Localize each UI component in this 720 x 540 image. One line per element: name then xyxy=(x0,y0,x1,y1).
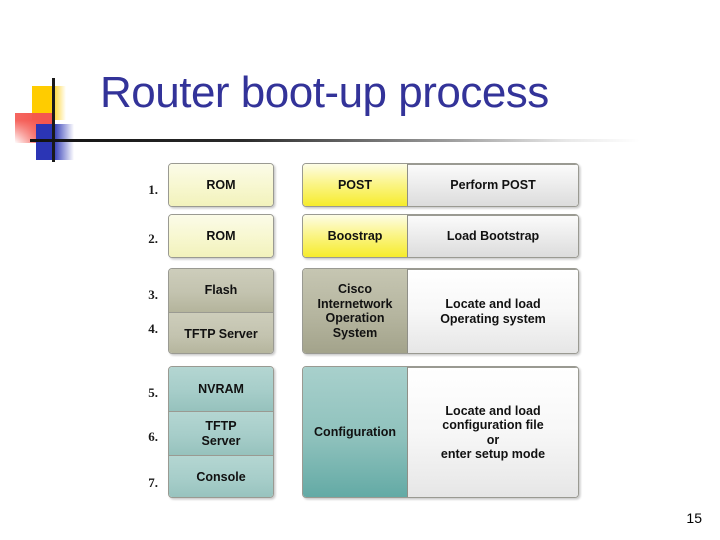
step-number: 3. xyxy=(148,287,158,302)
step-number: 5. xyxy=(148,385,158,400)
task-stage-configuration: Configuration xyxy=(303,367,408,497)
step-number: 2. xyxy=(148,231,158,246)
slide-header: Router boot-up process xyxy=(0,0,720,162)
source-cell-tftp-server: TFTP Server xyxy=(169,312,273,353)
page-number: 15 xyxy=(686,510,702,526)
source-cell-tftp-server: TFTP Server xyxy=(169,411,273,455)
task-stage-bootstrap: Boostrap xyxy=(303,215,408,257)
task-group-bootstrap[interactable]: Boostrap Load Bootstrap xyxy=(302,214,579,258)
source-group-rom-post[interactable]: ROM xyxy=(168,163,274,207)
task-action-perform-post: Perform POST xyxy=(408,164,578,206)
boot-process-diagram: 1. 2. 3. 4. 5. 6. 7. ROM ROM Flash TFTP … xyxy=(130,163,585,498)
step-number: 4. xyxy=(148,321,158,336)
task-group-ios[interactable]: Cisco Internetwork Operation System Loca… xyxy=(302,268,579,354)
source-cell-rom: ROM xyxy=(169,164,273,206)
page-title: Router boot-up process xyxy=(100,68,549,117)
source-cell-rom: ROM xyxy=(169,215,273,257)
source-group-rom-bootstrap[interactable]: ROM xyxy=(168,214,274,258)
source-cell-nvram: NVRAM xyxy=(169,367,273,411)
decoration-blue-square xyxy=(36,124,74,160)
source-cell-console: Console xyxy=(169,455,273,497)
task-stage-cisco-ios: Cisco Internetwork Operation System xyxy=(303,269,408,353)
task-action-load-bootstrap: Load Bootstrap xyxy=(408,215,578,257)
task-group-post[interactable]: POST Perform POST xyxy=(302,163,579,207)
task-group-configuration[interactable]: Configuration Locate and load configurat… xyxy=(302,366,579,498)
decoration-vertical-rule xyxy=(52,78,55,162)
task-stage-post: POST xyxy=(303,164,408,206)
task-action-load-config: Locate and load configuration file or en… xyxy=(408,367,578,497)
task-action-load-os: Locate and load Operating system xyxy=(408,269,578,353)
step-number-column: 1. 2. 3. 4. 5. 6. 7. xyxy=(130,163,158,498)
step-number: 1. xyxy=(148,182,158,197)
source-cell-flash: Flash xyxy=(169,269,273,312)
source-group-configuration[interactable]: NVRAM TFTP Server Console xyxy=(168,366,274,498)
step-number: 6. xyxy=(148,429,158,444)
source-group-ios[interactable]: Flash TFTP Server xyxy=(168,268,274,354)
step-number: 7. xyxy=(148,475,158,490)
decoration-horizontal-rule xyxy=(30,139,640,142)
